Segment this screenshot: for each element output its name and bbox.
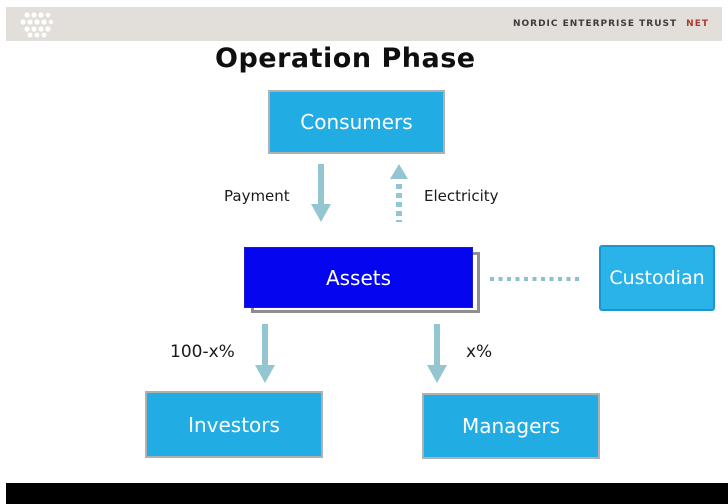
manager-share-label: x% xyxy=(466,342,493,362)
payment-down-arrow-icon xyxy=(311,164,331,222)
header-band: NORDIC ENTERPRISE TRUST NET xyxy=(6,7,722,41)
node-investors: Investors xyxy=(145,391,323,458)
node-consumers-label: Consumers xyxy=(300,110,413,134)
footer-bar xyxy=(6,483,728,504)
slide-title: Operation Phase xyxy=(215,43,476,74)
investor-share-label: 100-x% xyxy=(170,342,235,362)
brand-accent: NET xyxy=(686,19,709,29)
node-custodian: Custodian xyxy=(599,245,715,311)
brand-name: NORDIC ENTERPRISE TRUST xyxy=(512,19,678,29)
node-assets-label: Assets xyxy=(325,265,392,290)
investor-share-down-arrow-icon xyxy=(255,324,275,383)
dots-logo-icon xyxy=(20,12,54,38)
node-consumers: Consumers xyxy=(268,90,445,154)
electricity-label: Electricity xyxy=(424,187,499,205)
manager-share-down-arrow-icon xyxy=(427,324,447,383)
node-managers: Managers xyxy=(422,393,600,459)
node-managers-label: Managers xyxy=(461,414,561,438)
brand-text: NORDIC ENTERPRISE TRUST NET xyxy=(513,7,709,41)
node-investors-label: Investors xyxy=(188,412,280,437)
payment-label: Payment xyxy=(224,187,290,205)
assets-custodian-connector-icon xyxy=(490,277,582,281)
electricity-up-arrow-icon xyxy=(390,164,408,222)
node-custodian-label: Custodian xyxy=(609,267,705,289)
node-assets: Assets xyxy=(244,247,473,308)
